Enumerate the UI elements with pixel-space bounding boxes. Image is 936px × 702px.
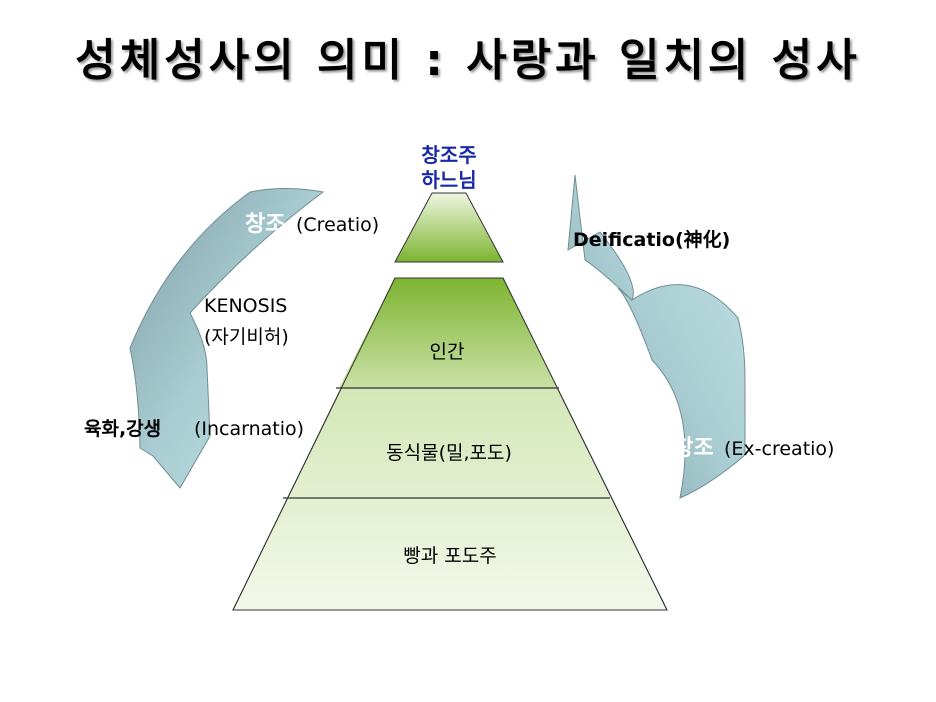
pyramid-human-band <box>339 278 558 388</box>
apex-label-line1: 창조주 <box>421 143 476 167</box>
deificatio-arrow <box>567 174 746 499</box>
kenosis-label-line1: KENOSIS <box>204 295 287 317</box>
level-human-label: 인간 <box>430 341 465 363</box>
deificatio-label: Deificatio(神化) <box>573 228 730 251</box>
incarnatio-ko-label: 육화,강생 <box>84 418 161 440</box>
kenosis-label-line2: (자기비허) <box>204 326 289 348</box>
pyramid-apex <box>394 192 504 263</box>
excreatio-latin-label: (Ex-creatio) <box>724 438 834 460</box>
incarnatio-latin-label: (Incarnatio) <box>194 418 304 440</box>
kenosis-arrow <box>129 188 325 489</box>
pyramid-outline <box>232 277 668 611</box>
excreatio-ko-label: 탈창조 <box>653 436 714 461</box>
page-title: 성체성사의 의미 : 사랑과 일치의 성사 <box>75 35 861 86</box>
creatio-latin-label: (Creatio) <box>296 214 379 236</box>
creatio-ko-label: 창조 <box>245 212 285 237</box>
apex-label-line2: 하느님 <box>421 168 476 192</box>
level-nature-label: 동식물(밀,포도) <box>386 442 512 464</box>
level-elements-label: 빵과 포도주 <box>403 545 496 567</box>
